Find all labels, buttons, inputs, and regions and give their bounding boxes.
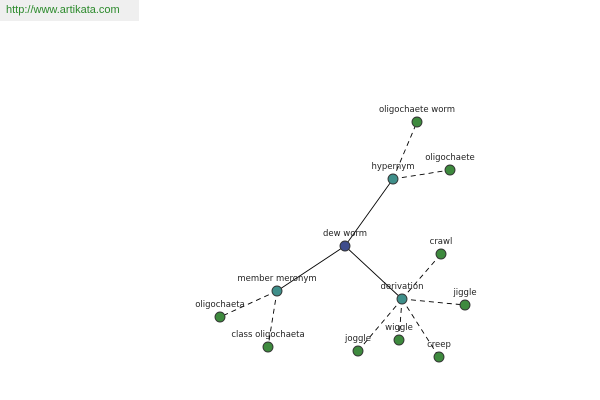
node-creep[interactable]: creep bbox=[427, 340, 451, 363]
edge-dew-worm-to-derivation bbox=[344, 245, 403, 300]
node-label-class-oligochaeta: class oligochaeta bbox=[231, 330, 304, 340]
node-derivation[interactable]: derivation bbox=[380, 282, 424, 305]
graph-nodes: dew worm hypernym member meronym derivation… bbox=[195, 105, 477, 363]
edge-derivation-to-joggle bbox=[357, 298, 403, 352]
node-dot-crawl[interactable] bbox=[435, 248, 447, 260]
edge-member-meronym-to-class-oligochaeta bbox=[267, 290, 278, 348]
node-dew-worm[interactable]: dew worm bbox=[323, 229, 367, 252]
node-label-jiggle: jiggle bbox=[452, 288, 476, 298]
url-bar: http://www.artikata.com bbox=[0, 0, 139, 21]
node-dot-member-meronym[interactable] bbox=[271, 285, 283, 297]
node-label-dew-worm: dew worm bbox=[323, 229, 367, 239]
graph-edges bbox=[219, 121, 466, 358]
site-url-link[interactable]: http://www.artikata.com bbox=[6, 4, 120, 16]
node-dot-oligochaete[interactable] bbox=[444, 164, 456, 176]
node-dot-creep[interactable] bbox=[433, 351, 445, 363]
edge-hypernym-to-oligochaete-worm bbox=[392, 121, 418, 180]
node-jiggle[interactable]: jiggle bbox=[452, 288, 477, 311]
node-label-creep: creep bbox=[427, 340, 451, 350]
node-label-oligochaete: oligochaete bbox=[425, 153, 475, 163]
edge-derivation-to-wiggle bbox=[398, 298, 403, 341]
node-dot-derivation[interactable] bbox=[396, 293, 408, 305]
node-dot-joggle[interactable] bbox=[352, 345, 364, 357]
node-dot-hypernym[interactable] bbox=[387, 173, 399, 185]
edge-hypernym-to-oligochaete bbox=[392, 169, 451, 180]
node-crawl[interactable]: crawl bbox=[430, 237, 453, 260]
node-oligochaeta[interactable]: oligochaeta bbox=[195, 300, 245, 323]
edge-dew-worm-to-member-meronym bbox=[276, 245, 346, 292]
node-label-derivation: derivation bbox=[380, 282, 423, 292]
node-label-oligochaete-worm: oligochaete worm bbox=[379, 105, 455, 115]
node-dot-wiggle[interactable] bbox=[393, 334, 405, 346]
node-label-wiggle: wiggle bbox=[385, 323, 413, 333]
node-dot-dew-worm[interactable] bbox=[339, 240, 351, 252]
node-label-member-meronym: member meronym bbox=[237, 274, 316, 284]
edge-dew-worm-to-hypernym bbox=[344, 178, 394, 247]
node-dot-oligochaeta[interactable] bbox=[214, 311, 226, 323]
node-dot-jiggle[interactable] bbox=[459, 299, 471, 311]
edge-member-meronym-to-oligochaeta bbox=[219, 290, 278, 318]
node-wiggle[interactable]: wiggle bbox=[385, 323, 413, 346]
node-label-hypernym: hypernym bbox=[371, 162, 414, 172]
node-dot-oligochaete-worm[interactable] bbox=[411, 116, 423, 128]
edge-derivation-to-creep bbox=[401, 298, 440, 358]
node-label-joggle: joggle bbox=[344, 334, 371, 344]
node-class-oligochaeta[interactable]: class oligochaeta bbox=[231, 330, 305, 353]
node-dot-class-oligochaeta[interactable] bbox=[262, 341, 274, 353]
edge-derivation-to-crawl bbox=[401, 253, 442, 300]
node-oligochaete-worm[interactable]: oligochaete worm bbox=[379, 105, 455, 128]
node-member-meronym[interactable]: member meronym bbox=[237, 274, 317, 297]
node-label-crawl: crawl bbox=[430, 237, 453, 247]
node-joggle[interactable]: joggle bbox=[344, 334, 371, 357]
node-hypernym[interactable]: hypernym bbox=[371, 162, 415, 185]
edge-derivation-to-jiggle bbox=[401, 298, 466, 306]
node-oligochaete[interactable]: oligochaete bbox=[425, 153, 475, 176]
node-label-oligochaeta: oligochaeta bbox=[195, 300, 245, 310]
